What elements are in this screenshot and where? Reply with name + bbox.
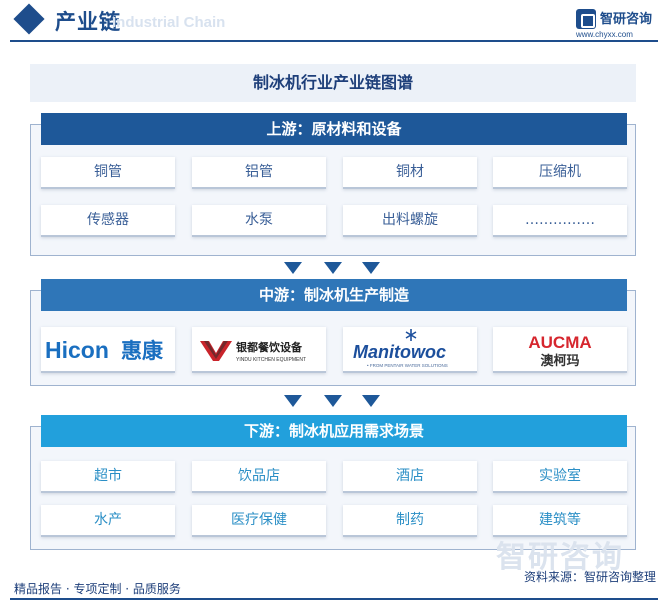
aucma-cn: 澳柯玛 [540, 353, 579, 369]
upstream-item: 压缩机 [493, 157, 627, 189]
header-diamond-icon [13, 3, 45, 35]
down-arrow-icon [284, 395, 302, 407]
snowflake-icon [405, 329, 417, 341]
brand-mark-icon [576, 9, 596, 29]
downstream-heading: 下游：制冰机应用需求场景 [41, 415, 627, 447]
aucma-logo: AUCMA 澳柯玛 [528, 333, 591, 369]
upstream-item: …………… [493, 205, 627, 237]
footer-source: 资料来源：智研咨询整理 [523, 570, 656, 584]
upstream-item: 出料螺旋 [343, 205, 477, 237]
brand-logo-hicon: Hicon 惠康 [41, 327, 175, 373]
yindu-cn: 银都餐饮设备 [236, 340, 303, 354]
upstream-item: 传感器 [41, 205, 175, 237]
manitowoc-tagline: • FROM PENTAIR WATER SOLUTIONS [367, 363, 448, 368]
down-arrow-icon [362, 395, 380, 407]
down-arrow-icon [324, 262, 342, 274]
brand-logo-yindu: 银都餐饮设备 YINDU KITCHEN EQUIPMENT [192, 327, 326, 373]
downstream-item: 实验室 [493, 461, 627, 493]
flow-arrows-midstream [284, 395, 384, 409]
footer-slogan: 精品报告 · 专项定制 · 品质服务 [14, 582, 181, 596]
downstream-item: 水产 [41, 505, 175, 537]
flow-arrows-upstream [284, 262, 384, 276]
brand-logo-aucma: AUCMA 澳柯玛 [493, 327, 627, 373]
manitowoc-logo: Manitowoc • FROM PENTAIR WATER SOLUTIONS [353, 329, 448, 368]
brand-url: www.chyxx.com [576, 30, 633, 39]
manitowoc-latin: Manitowoc [353, 342, 446, 362]
page-subtitle: Industrial Chain [112, 14, 226, 31]
brand-logo: 智研咨询 www.chyxx.com [576, 8, 660, 39]
downstream-item: 建筑等 [493, 505, 627, 537]
downstream-item: 制药 [343, 505, 477, 537]
downstream-item: 超市 [41, 461, 175, 493]
downstream-section: 下游：制冰机应用需求场景 超市 饮品店 酒店 实验室 水产 医疗保健 制药 建筑… [30, 415, 636, 550]
header-divider [10, 40, 658, 42]
downstream-item: 酒店 [343, 461, 477, 493]
hicon-logo: Hicon 惠康 [45, 337, 164, 363]
diagram-title: 制冰机行业产业链图谱 [30, 64, 636, 102]
page-title: 产业链 [55, 10, 121, 34]
upstream-section: 上游：原材料和设备 铜管 铝管 铜材 压缩机 传感器 水泵 出料螺旋 …………… [30, 113, 636, 256]
downstream-item: 饮品店 [192, 461, 326, 493]
aucma-latin: AUCMA [528, 333, 591, 352]
midstream-heading: 中游：制冰机生产制造 [41, 279, 627, 311]
yindu-latin: YINDU KITCHEN EQUIPMENT [236, 357, 306, 363]
brand-name: 智研咨询 [600, 12, 653, 27]
footer-divider [10, 598, 658, 600]
watermark: 智研咨询 [496, 540, 624, 575]
upstream-item: 水泵 [192, 205, 326, 237]
hicon-latin: Hicon [45, 337, 109, 363]
upstream-item: 铝管 [192, 157, 326, 189]
upstream-heading: 上游：原材料和设备 [41, 113, 627, 145]
upstream-item: 铜管 [41, 157, 175, 189]
upstream-item: 铜材 [343, 157, 477, 189]
yindu-logo: 银都餐饮设备 YINDU KITCHEN EQUIPMENT [200, 340, 306, 363]
down-arrow-icon [324, 395, 342, 407]
midstream-section: 中游：制冰机生产制造 Hicon 惠康 银都餐饮设备 YINDU KITCHEN… [30, 279, 636, 386]
down-arrow-icon [362, 262, 380, 274]
hicon-cn: 惠康 [121, 339, 164, 363]
downstream-item: 医疗保健 [192, 505, 326, 537]
brand-logo-manitowoc: Manitowoc • FROM PENTAIR WATER SOLUTIONS [343, 327, 477, 373]
down-arrow-icon [284, 262, 302, 274]
